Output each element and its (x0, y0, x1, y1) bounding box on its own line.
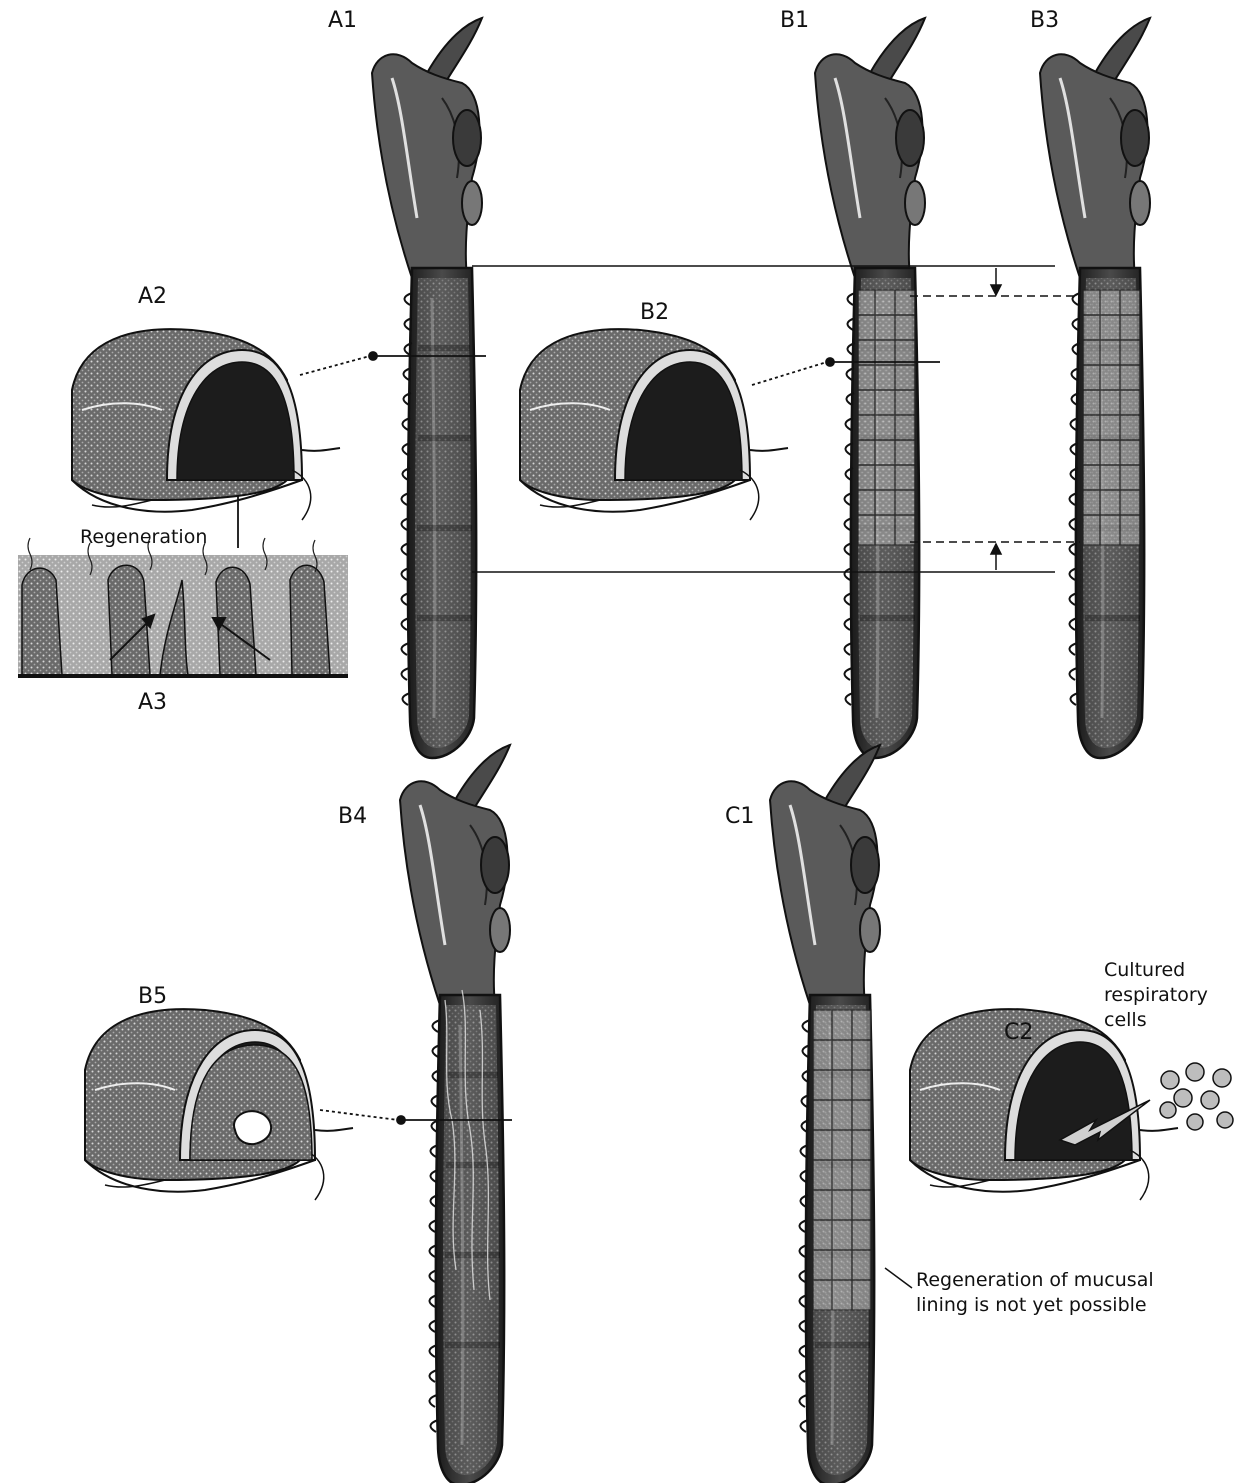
label-a3: A3 (138, 690, 167, 715)
scaffold-grid-c1 (813, 1010, 871, 1310)
regeneration-label: Regeneration (80, 525, 207, 550)
trachea-b4 (400, 745, 510, 1483)
label-b3: B3 (1030, 8, 1059, 33)
section-c2 (910, 1009, 1178, 1200)
cultured-cells-label: Cultured respiratory cells (1104, 958, 1214, 1033)
label-b5: B5 (138, 984, 167, 1009)
scaffold-grid-b3 (1083, 290, 1140, 545)
trachea-a1 (372, 18, 482, 758)
epithelium-a3 (18, 538, 348, 676)
cultured-cells (1160, 1063, 1233, 1130)
label-c2: C2 (1004, 1020, 1033, 1045)
mucosal-pointer (885, 1268, 912, 1288)
label-b4: B4 (338, 804, 367, 829)
label-a1: A1 (328, 8, 357, 33)
mucosal-lining-note: Regeneration of mucusal lining is not ye… (916, 1268, 1166, 1318)
section-b2 (520, 329, 788, 520)
section-a2 (72, 329, 340, 520)
label-a2: A2 (138, 284, 167, 309)
scaffold-grid-b1 (858, 290, 915, 545)
label-c1: C1 (725, 804, 754, 829)
label-b2: B2 (640, 300, 669, 325)
label-b1: B1 (780, 8, 809, 33)
